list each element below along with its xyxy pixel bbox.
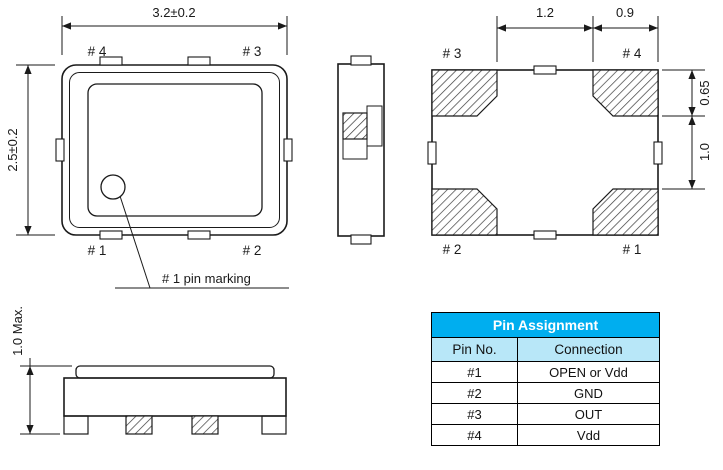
pin-label-2: # 2 — [243, 243, 262, 258]
castellation-tab — [55, 138, 65, 162]
pin-no-column-header: Pin No. — [431, 337, 518, 362]
callout-leader-line — [119, 195, 151, 289]
pin-label-3: # 3 — [243, 44, 262, 59]
table-row: #2 GND — [431, 382, 660, 404]
pin-assignment-panel: Pin Assignment Pin No. Connection #1 OPE… — [431, 312, 660, 446]
height-view-drawing: 1.0 Max. — [10, 306, 287, 435]
hatched-bottom-pad — [125, 415, 153, 435]
pin1-marking-callout: # 1 pin marking — [162, 271, 251, 286]
pin-number-cell: #1 — [431, 361, 518, 383]
connection-column-header: Connection — [517, 337, 660, 362]
pad-2 — [431, 188, 498, 236]
pin-label-2: # 2 — [443, 242, 462, 257]
pin-number-cell: #2 — [431, 382, 518, 404]
pin-table-title: Pin Assignment — [431, 312, 660, 338]
table-row: #4 Vdd — [431, 424, 660, 446]
pad-1 — [592, 188, 659, 236]
pad-width-dimension: 0.9 — [616, 5, 634, 20]
pin-label-1: # 1 — [623, 242, 642, 257]
castellation-tab — [99, 230, 123, 240]
castellation-tab — [283, 138, 293, 162]
castellation-tab — [187, 230, 211, 240]
top-view-drawing: 3.2±0.2 2.5±0.2 # 4 # 3 # 1 # 2 # 1 pin … — [5, 5, 293, 289]
pin-number-cell: #3 — [431, 403, 518, 425]
pin-assignment-table: Pin Assignment Pin No. Connection #1 OPE… — [431, 312, 660, 446]
hatched-section — [342, 112, 368, 140]
connection-cell: Vdd — [517, 424, 660, 446]
pad-gap-dimension: 1.2 — [536, 5, 554, 20]
connection-cell: OUT — [517, 403, 660, 425]
pin-label-1: # 1 — [88, 243, 107, 258]
pin-number-cell: #4 — [431, 424, 518, 446]
pad-4 — [592, 69, 659, 117]
pad-pitch-dimension: 1.0 — [697, 143, 712, 161]
connection-cell: GND — [517, 382, 660, 404]
table-row: #3 OUT — [431, 403, 660, 425]
pin-label-3: # 3 — [443, 46, 462, 61]
pin-label-4: # 4 — [623, 46, 642, 61]
table-row: #1 OPEN or Vdd — [431, 361, 660, 383]
hatched-bottom-pad — [191, 415, 219, 435]
pad-3 — [431, 69, 498, 117]
pin1-marking-circle — [100, 174, 126, 200]
bottom-view-drawing: 1.2 0.9 0.65 1.0 # 3 # 4 # 2 # 1 — [427, 5, 712, 257]
side-view-drawing — [337, 55, 385, 245]
max-height-dimension: 1.0 Max. — [10, 306, 25, 356]
castellation-tab — [99, 56, 123, 66]
top-width-dimension: 3.2±0.2 — [152, 5, 195, 20]
top-height-dimension: 2.5±0.2 — [5, 128, 20, 171]
pin-label-4: # 4 — [88, 44, 107, 59]
castellation-tab — [187, 56, 211, 66]
connection-cell: OPEN or Vdd — [517, 361, 660, 383]
pad-height-dimension: 0.65 — [697, 80, 712, 105]
